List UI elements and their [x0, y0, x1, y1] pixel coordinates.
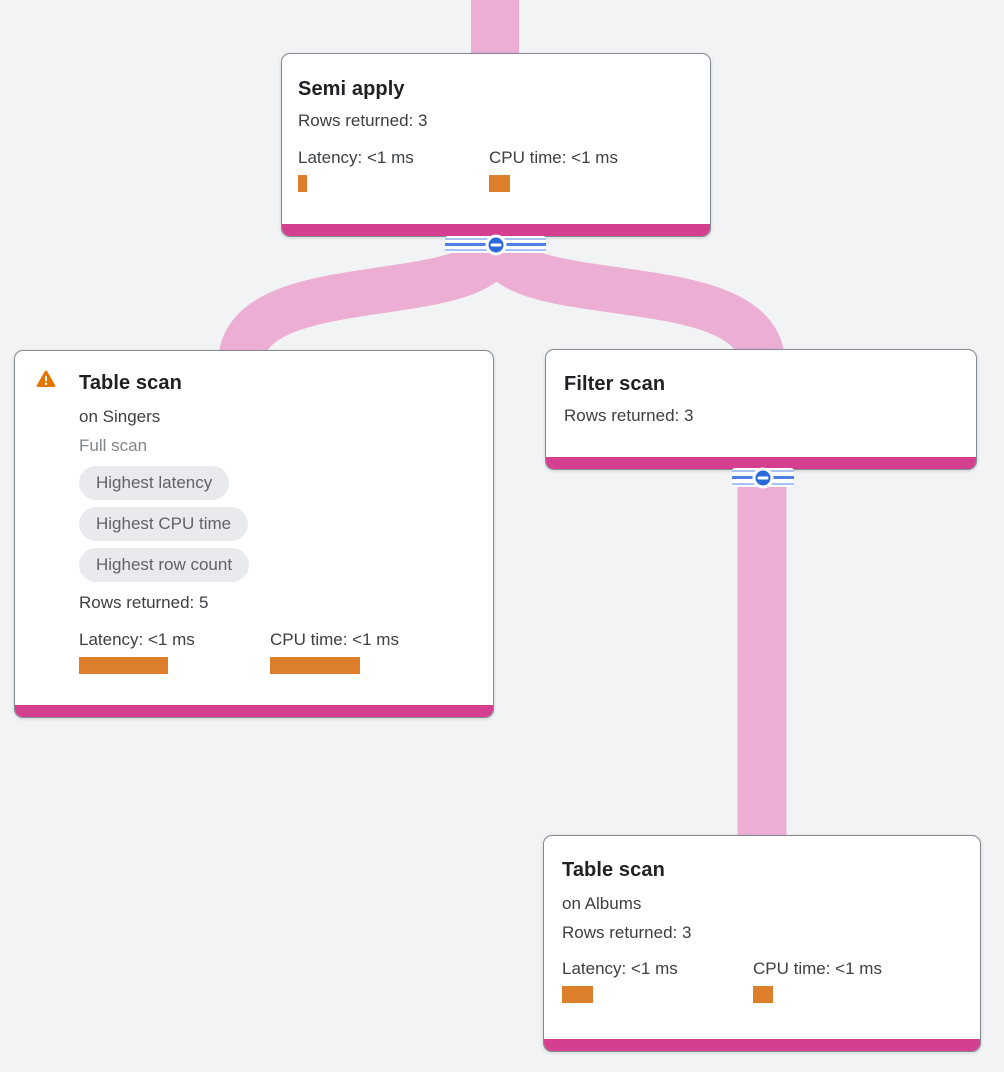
rows-returned-label: Rows returned: 3 [564, 406, 694, 425]
node-title: Table scan [79, 372, 182, 394]
card-accent-bar [282, 224, 710, 236]
badge-chips: Highest latency Highest CPU time Highest… [79, 466, 473, 589]
scan-type-label: Full scan [79, 436, 148, 455]
minus-icon [752, 467, 774, 488]
edge-semi-apply-to-filter-scan [473, 234, 785, 367]
cpu-time-bar [753, 986, 773, 1003]
warning-icon [36, 370, 56, 388]
latency-bar [298, 175, 307, 192]
edge-semi-apply-to-table-scan-singers [218, 234, 519, 367]
cpu-time-bar [489, 175, 510, 192]
node-card-filter-scan[interactable]: Filter scan Rows returned: 3 [545, 349, 977, 470]
latency-bar [79, 657, 168, 674]
collapse-button-semi-apply[interactable] [445, 234, 546, 255]
cpu-time-label: CPU time: <1 ms [489, 148, 618, 167]
chip-highest-cpu-time: Highest CPU time [79, 507, 249, 541]
minus-icon [485, 234, 506, 255]
collapse-button-filter-scan[interactable] [732, 467, 794, 488]
node-card-semi-apply[interactable]: Semi apply Rows returned: 3 Latency: <1 … [281, 53, 711, 237]
node-subtitle: on Albums [562, 894, 642, 913]
card-accent-bar [15, 705, 493, 717]
node-title: Semi apply [298, 78, 405, 100]
rows-returned-label: Rows returned: 5 [79, 593, 209, 612]
node-title: Filter scan [564, 373, 666, 395]
card-accent-bar [546, 457, 976, 469]
chip-highest-row-count: Highest row count [79, 548, 250, 582]
cpu-time-label: CPU time: <1 ms [270, 630, 399, 649]
cpu-time-label: CPU time: <1 ms [753, 959, 882, 978]
node-card-table-scan-singers[interactable]: Table scan on Singers Full scan Highest … [14, 350, 494, 718]
node-title: Table scan [562, 859, 665, 881]
card-accent-bar [544, 1039, 980, 1051]
node-subtitle: on Singers [79, 407, 161, 426]
rows-returned-label: Rows returned: 3 [298, 111, 428, 130]
latency-label: Latency: <1 ms [79, 630, 195, 649]
latency-label: Latency: <1 ms [562, 959, 678, 978]
rows-returned-label: Rows returned: 3 [562, 923, 692, 942]
cpu-time-bar [270, 657, 360, 674]
chip-highest-latency: Highest latency [79, 466, 230, 500]
node-card-table-scan-albums[interactable]: Table scan on Albums Rows returned: 3 La… [543, 835, 981, 1052]
latency-label: Latency: <1 ms [298, 148, 414, 167]
latency-bar [562, 986, 593, 1003]
